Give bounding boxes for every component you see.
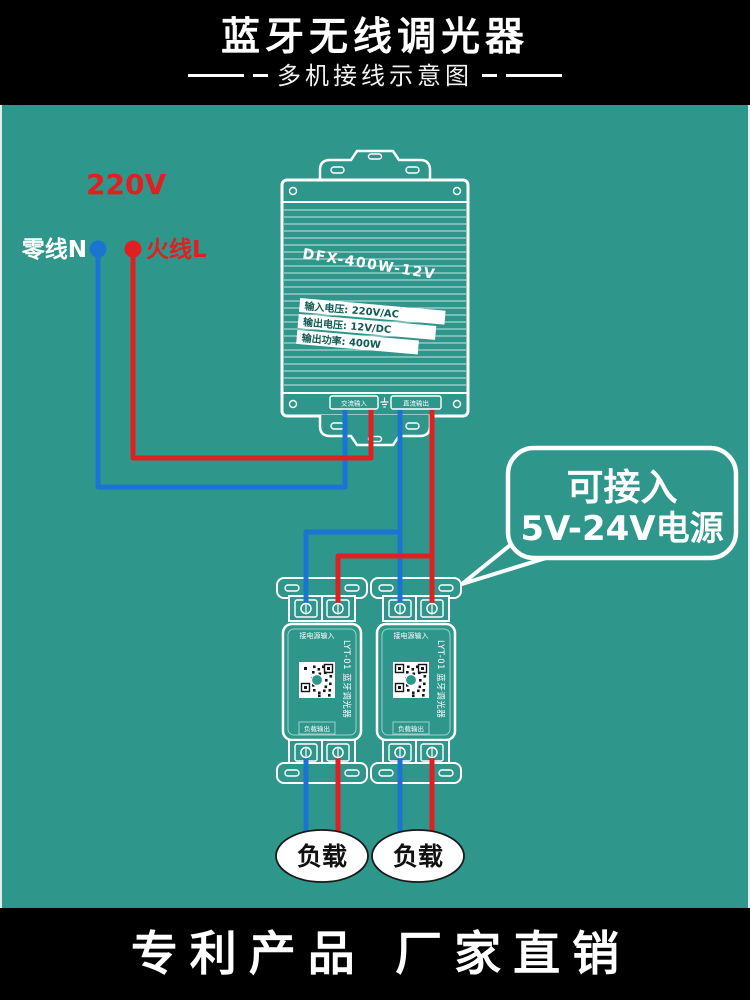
- bracket-slot: [344, 584, 360, 592]
- bracket-slot: [284, 769, 300, 777]
- load-2: 负载: [371, 829, 465, 883]
- psu-body: [280, 178, 470, 418]
- dimmer-body-inner: [287, 628, 357, 736]
- dimmer-bottom-bracket: [370, 762, 462, 784]
- qr-finder-dot: [398, 667, 401, 670]
- spec-strip: [298, 298, 446, 325]
- dimmer-output-label: 负载输出: [304, 724, 330, 733]
- dash-decoration: [253, 74, 268, 77]
- qr-modules: [405, 665, 427, 698]
- dash-decoration: [506, 74, 562, 77]
- bracket-slot: [438, 769, 454, 777]
- load-1: 负载: [275, 829, 369, 883]
- slogan-text: 专利产品 厂家直销: [130, 926, 632, 982]
- load-oval: [371, 829, 465, 883]
- bracket-slot: [284, 584, 300, 592]
- load-oval: [275, 829, 369, 883]
- psu-bottom-slot-right: [405, 422, 420, 430]
- ground-symbol-icon: [380, 397, 389, 408]
- power-supply: DFX-400W-12V 输入电压: 220V/AC 输出电压: 12V/DC …: [280, 149, 470, 447]
- load-label: 负载: [297, 842, 347, 871]
- bottom-banner: 专利产品 厂家直销: [0, 908, 750, 1000]
- dimmer-unit-1: 接电源输入 LYT-01 蓝牙调光器: [276, 577, 368, 784]
- terminal-screw-overlays: 交流输入 直流输出: [300, 395, 442, 759]
- bracket-slot: [378, 584, 394, 592]
- psu-top-bracket: [318, 149, 432, 181]
- screw-overlay: [300, 602, 438, 759]
- dimmer-output-label-box: [392, 721, 430, 735]
- dimmer-bottom-bracket: [276, 762, 368, 784]
- qr-finder-dot: [304, 667, 307, 670]
- psu-dc-terminal-label: 直流输出: [403, 399, 429, 408]
- wires: [95, 249, 435, 848]
- dimmer-unit-2: 接电源输入 LYT-01 蓝牙调光器: [370, 577, 462, 784]
- bracket-slot: [378, 769, 394, 777]
- spec-strip: [296, 329, 419, 355]
- qr-finder: [394, 663, 405, 674]
- dimmer-input-label: 接电源输入: [300, 631, 335, 640]
- dimmer-output-label-box: [298, 721, 336, 735]
- qr-code: [393, 662, 429, 698]
- psu-top-slot-right: [405, 166, 420, 174]
- psu-screw: [452, 186, 462, 196]
- bracket-slot: [344, 769, 360, 777]
- live-label: 火线L: [146, 236, 207, 263]
- qr-finder: [417, 663, 428, 674]
- qr-finder: [300, 682, 311, 693]
- psu-screw: [288, 399, 298, 409]
- qr-finder: [394, 682, 405, 693]
- qr-finder: [323, 663, 334, 674]
- bubble-line-1: 可接入: [567, 466, 678, 509]
- psu-ac-terminal: 交流输入: [329, 395, 379, 410]
- psu-top-slot-left: [330, 166, 345, 174]
- page-subtitle: 多机接线示意图: [277, 61, 473, 90]
- bracket-slot: [438, 584, 454, 592]
- neutral-dot: [89, 240, 107, 258]
- dash-decoration: [188, 74, 244, 77]
- dimmer-model-label: LYT-01 蓝牙调光器: [341, 640, 352, 718]
- dimmer-output-label: 负载输出: [398, 724, 424, 733]
- dimmer-input-label: 接电源输入: [394, 631, 429, 640]
- live-dot: [124, 240, 142, 258]
- note-bubble: 可接入 5V-24V电源: [460, 445, 739, 586]
- psu-bottom-slot-left: [330, 422, 345, 430]
- wire-dc-red-branch: [335, 553, 432, 612]
- dimmer-model-label: LYT-01 蓝牙调光器: [435, 640, 446, 718]
- psu-ac-terminal-label: 交流输入: [341, 399, 368, 408]
- qr-finder-dot: [304, 686, 307, 689]
- bubble-box: [505, 445, 739, 561]
- psu-screw: [452, 399, 462, 409]
- psu-screw: [288, 186, 298, 196]
- qr-finder-dot: [421, 667, 424, 670]
- spec-strip: [297, 313, 437, 340]
- bubble-line-2: 5V-24V电源: [520, 509, 723, 549]
- qr-finder-dot: [327, 667, 330, 670]
- neutral-label: 零线N: [21, 236, 87, 263]
- wire-neutral-blue: [95, 249, 348, 490]
- dimmer-body-inner: [381, 628, 451, 736]
- psu-dc-terminal: 直流输出: [390, 395, 442, 410]
- qr-code: [299, 662, 335, 698]
- subtitle-row: 多机接线示意图: [188, 64, 562, 88]
- mains-input: 220V 零线N 火线L: [21, 168, 207, 263]
- qr-center-dot: [310, 673, 324, 687]
- load-label: 负载: [393, 842, 443, 871]
- dash-decoration: [482, 74, 497, 77]
- voltage-label: 220V: [86, 168, 166, 201]
- qr-finder-dot: [398, 686, 401, 689]
- page-title: 蓝牙无线调光器: [220, 14, 529, 60]
- qr-finder: [300, 663, 311, 674]
- top-banner: 蓝牙无线调光器 多机接线示意图: [0, 0, 750, 105]
- qr-center-dot: [404, 673, 418, 687]
- wire-live-red: [130, 249, 374, 461]
- psu-top-slot-center: [367, 153, 383, 160]
- wire-dc-blue-branch: [303, 529, 400, 612]
